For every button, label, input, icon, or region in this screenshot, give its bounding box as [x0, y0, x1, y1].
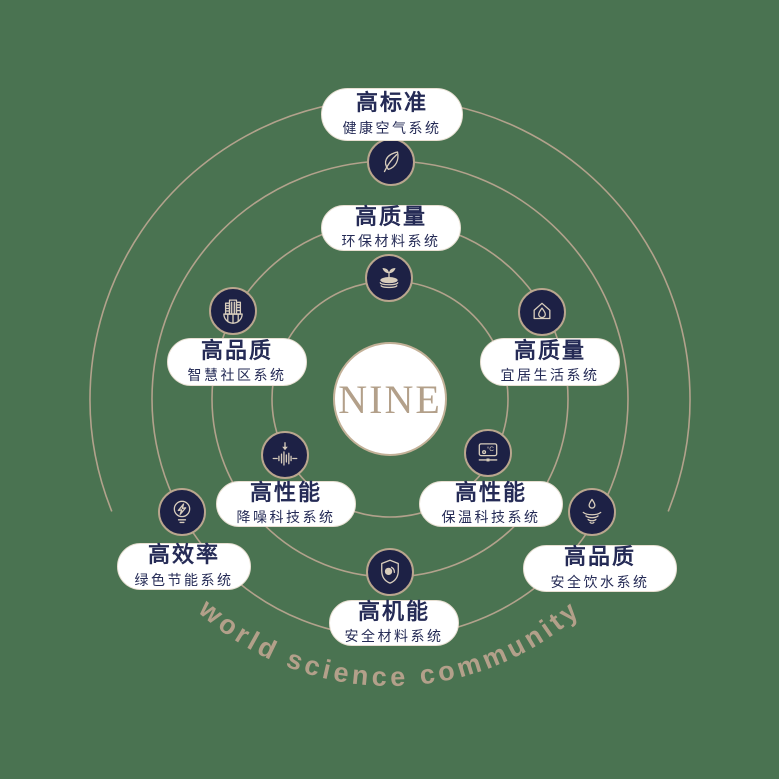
health-air-badge — [367, 138, 415, 186]
system-subtitle: 环保材料系统 — [341, 233, 441, 250]
energy-icon — [173, 500, 191, 524]
system-pill-smart-community: 高品质 智慧社区系统 — [167, 338, 307, 386]
system-title: 高性能 — [249, 479, 322, 505]
system-subtitle: 健康空气系统 — [342, 119, 442, 136]
house-drop-icon — [533, 302, 551, 320]
sprout-icon — [379, 268, 399, 289]
noise-reduction-badge — [261, 431, 309, 479]
system-title: 高质量 — [513, 337, 586, 363]
safe-water-badge — [568, 488, 616, 536]
livable-life-badge — [518, 288, 566, 336]
system-title: 高品质 — [200, 337, 273, 363]
system-title: 高效率 — [147, 542, 220, 568]
green-energy-badge — [158, 488, 206, 536]
center-title: NINE — [338, 376, 442, 422]
eco-material-badge — [365, 254, 413, 302]
system-subtitle: 宜居生活系统 — [500, 367, 600, 384]
system-subtitle: 降噪科技系统 — [236, 509, 336, 526]
city-icon — [223, 299, 243, 324]
shield-icon — [381, 559, 399, 584]
system-pill-thermal-tech: 高性能 保温科技系统 — [419, 479, 563, 527]
center-emblem: NINE — [333, 342, 447, 456]
system-subtitle: 安全材料系统 — [344, 628, 444, 645]
system-pill-green-energy: 高效率 绿色节能系统 — [117, 543, 251, 590]
system-title: 高标准 — [355, 90, 428, 116]
system-subtitle: 保温科技系统 — [441, 509, 541, 526]
system-pill-safe-material: 高机能 安全材料系统 — [329, 598, 459, 646]
system-subtitle: 绿色节能系统 — [134, 571, 234, 588]
safe-material-badge — [366, 548, 414, 596]
system-title: 高机能 — [357, 598, 430, 624]
leaf-icon — [383, 151, 399, 173]
system-subtitle: 安全饮水系统 — [550, 573, 650, 590]
system-pill-eco-material: 高质量 环保材料系统 — [321, 203, 461, 251]
system-title: 高质量 — [354, 203, 427, 229]
system-title: 高品质 — [563, 544, 636, 570]
thermal-tech-badge: °C — [464, 429, 512, 477]
water-drop-icon — [582, 498, 602, 524]
thermostat-display-label: °C — [487, 445, 495, 453]
system-title: 高性能 — [454, 479, 527, 505]
thermostat-icon: °C — [478, 443, 498, 462]
system-subtitle: 智慧社区系统 — [187, 367, 287, 384]
smart-community-badge — [209, 287, 257, 335]
system-pill-health-air: 高标准 健康空气系统 — [321, 88, 463, 141]
system-pill-noise-reduction: 高性能 降噪科技系统 — [216, 479, 356, 527]
noise-reduction-icon — [272, 442, 298, 466]
system-pill-safe-water: 高品质 安全饮水系统 — [523, 545, 677, 592]
system-pill-livable-life: 高质量 宜居生活系统 — [480, 338, 620, 386]
